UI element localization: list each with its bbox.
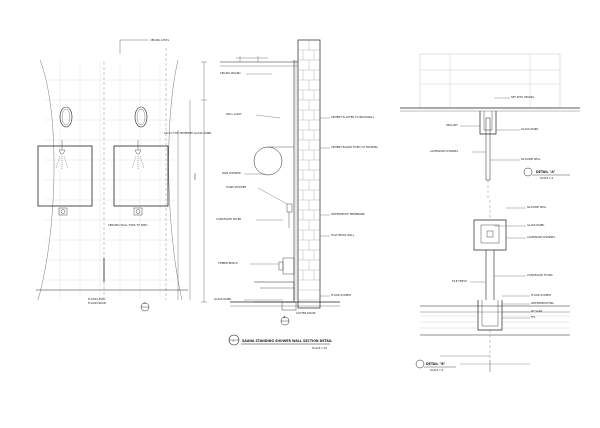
detail-a-note4: GLASS PANEL — [521, 127, 539, 131]
detail-b-note9: FFL — [531, 315, 536, 319]
detail-a-note3: ALUMINIUM CHANNEL — [430, 149, 459, 153]
detail-a-note1: SET INTO CEILING — [511, 95, 534, 99]
detail-b-scale: SCALE 1:2 — [430, 368, 444, 372]
detail-b-note6: FLOOR SCREED — [531, 293, 551, 297]
detail-a-scale: SCALE 1:2 — [540, 176, 554, 180]
detail-b-note8: RC SLAB — [531, 309, 542, 313]
label-glass: GLASS PANEL — [214, 297, 232, 301]
detail-a-title: DETAIL "A" — [536, 170, 556, 174]
label-drain: GUTTER DRAIN — [296, 311, 316, 315]
label-tile-note: CERAMIC WALL TILES TO SPEC — [108, 223, 148, 227]
label-right-mid1: CEMENT BOARD FIXED TO FRAMING — [331, 145, 378, 149]
label-light: WALL LIGHT — [226, 112, 242, 116]
label-ceiling: CEILING BOARD — [220, 71, 241, 75]
detail-b-note3: ALUMINIUM CHANNEL — [527, 235, 556, 239]
main-bubble: 1 — [233, 339, 235, 343]
label-mixer: CONCEALED MIXER — [216, 217, 241, 221]
shower-elevation — [36, 39, 191, 312]
label-floor-drain: FLOOR DRAIN — [88, 301, 106, 305]
detail-b-note1: SILICONE SEAL — [527, 205, 547, 209]
shower-panel-right — [113, 145, 169, 207]
main-scale: SCALE 1:10 — [312, 346, 327, 350]
detail-b-title: DETAIL "B" — [426, 362, 446, 366]
detail-b — [415, 200, 570, 372]
label-shower-head: RAIN SHOWER — [222, 171, 241, 175]
detail-a — [400, 53, 580, 200]
label-bench: TIMBER BENCH — [218, 261, 238, 265]
detail-b-note2: GLASS PANEL — [527, 223, 545, 227]
bubble-b-text: B — [284, 315, 286, 319]
detail-b-note5: TILE FINISH — [452, 279, 467, 283]
detail-b-note4: CONCEALED FIXING — [527, 273, 553, 277]
detail-a-note5: SILICONE SEAL — [521, 157, 541, 161]
label-right-mid3: HALF BRICK WALL — [331, 233, 355, 237]
label-right-top: CEMENT PLASTER TO BRICKWALL — [331, 115, 375, 119]
wall-section — [201, 39, 340, 346]
bubble-a-text: A — [144, 301, 146, 305]
wall-light-right — [134, 106, 148, 128]
label-right-bottom: FLOOR SCREED — [331, 293, 351, 297]
detail-b-note7: WATERPROOFING — [531, 301, 554, 305]
shower-panel-left — [37, 145, 93, 207]
label-floor-note: FLOOR LEVEL — [88, 297, 106, 301]
label-shower-glass: 10mm THK TEMPERED GLASS PANEL — [164, 131, 212, 135]
label-right-mid2: WATERPROOF MEMBRANE — [331, 212, 365, 216]
label-ceiling-ref: CEILING LEVEL — [150, 38, 170, 42]
dim-2700: 2700 — [193, 173, 197, 180]
main-title: SAUNA STANDING SHOWER WALL SECTION DETAI… — [242, 339, 332, 343]
wall-light-left — [59, 106, 73, 128]
label-hand-shower: HAND SHOWER — [226, 185, 246, 189]
detail-a-note2: SEALANT — [446, 123, 458, 127]
